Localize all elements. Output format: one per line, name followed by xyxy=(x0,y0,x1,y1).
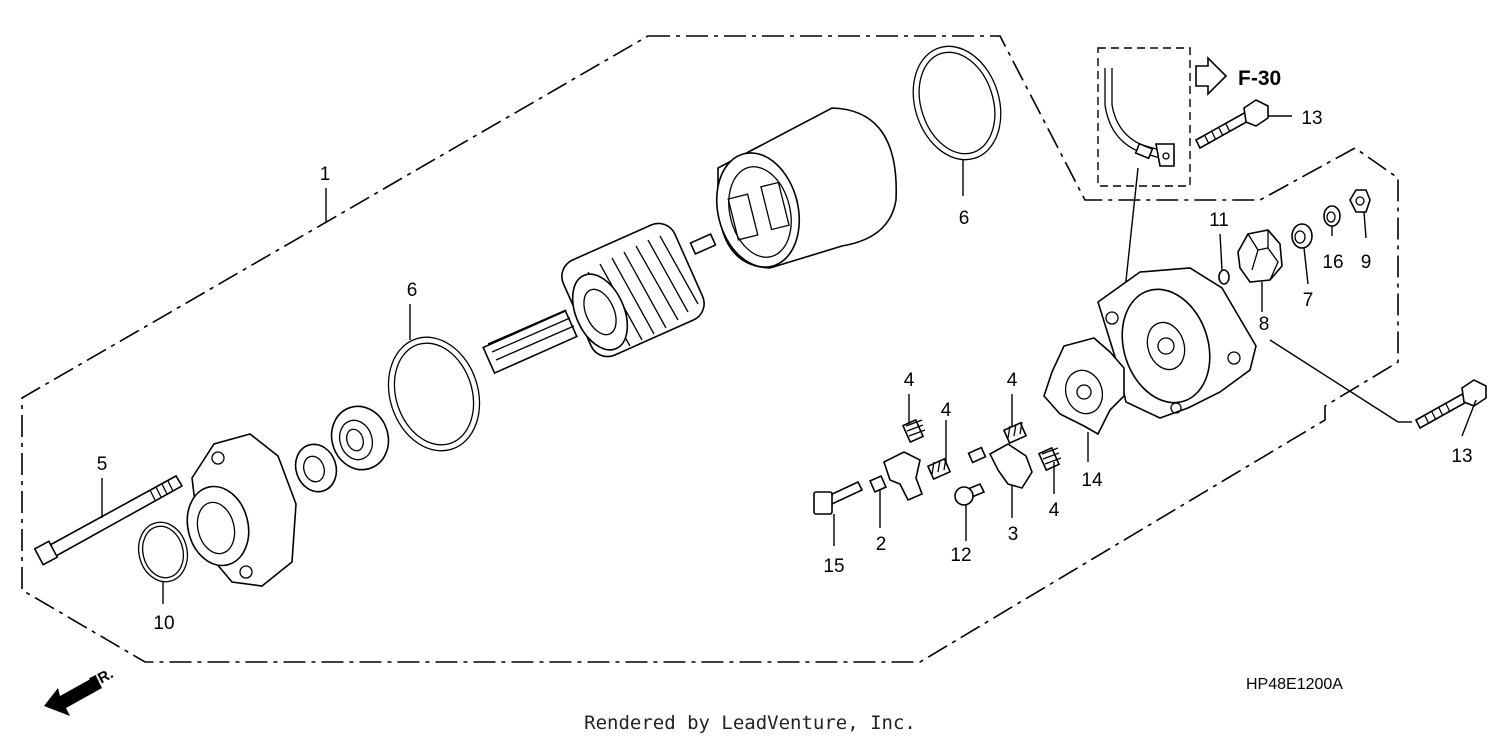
callout-4c: 4 xyxy=(1007,370,1018,391)
brush-2 xyxy=(869,451,924,502)
f30-arrow-icon xyxy=(1195,56,1228,96)
callout-14: 14 xyxy=(1081,470,1103,491)
hex-nut-8 xyxy=(1237,229,1283,283)
rear-bracket xyxy=(1097,267,1257,419)
assembly-boundary xyxy=(21,35,1399,663)
spring-4c xyxy=(1002,421,1028,445)
callout-12: 12 xyxy=(950,545,971,566)
callout-8: 8 xyxy=(1259,314,1270,335)
callout-10: 10 xyxy=(153,613,174,634)
f30-reference-box xyxy=(1097,47,1191,187)
callout-7: 7 xyxy=(1303,290,1314,311)
callout-11: 11 xyxy=(1209,210,1229,231)
yoke-housing xyxy=(715,107,897,269)
bolt-13-upper xyxy=(1194,99,1269,150)
callout-4a: 4 xyxy=(904,370,915,391)
small-o-ring xyxy=(137,521,189,583)
callout-13a: 13 xyxy=(1301,108,1322,129)
screw-12 xyxy=(954,482,986,506)
spring-4d xyxy=(1037,446,1062,472)
brush-holder xyxy=(1043,337,1125,436)
render-credit: Rendered by LeadVenture, Inc. xyxy=(584,712,916,734)
bolt-13-lower xyxy=(1414,379,1487,430)
long-bolt xyxy=(33,474,184,566)
o-ring-lower xyxy=(387,336,481,452)
nut-9 xyxy=(1349,189,1371,213)
callout-15: 15 xyxy=(823,556,844,577)
spring-4a xyxy=(901,418,926,444)
armature xyxy=(482,222,717,375)
callout-labels: 1 6 6 5 10 2 3 12 15 4 4 4 4 14 11 8 7 1… xyxy=(97,108,1473,634)
spring-4b xyxy=(926,457,952,481)
seal xyxy=(294,443,338,493)
washer-16 xyxy=(1323,205,1341,227)
diagram-code: HP48E1200A xyxy=(1246,676,1343,693)
front-cover xyxy=(186,433,297,587)
figure-reference: F-30 xyxy=(1238,67,1281,90)
washer-7 xyxy=(1291,223,1313,249)
terminal-bolt-15 xyxy=(813,480,864,515)
leader-lines xyxy=(101,115,1477,604)
callout-6b: 6 xyxy=(959,208,970,229)
callout-13b: 13 xyxy=(1451,446,1472,467)
brush-3 xyxy=(967,443,1033,489)
callout-4b: 4 xyxy=(941,400,952,421)
callout-9: 9 xyxy=(1361,252,1372,273)
cable-terminal xyxy=(1104,68,1175,291)
callout-5: 5 xyxy=(97,454,108,475)
front-direction-icon: FR. xyxy=(44,665,116,716)
callout-6a: 6 xyxy=(407,280,418,301)
callout-16: 16 xyxy=(1322,252,1343,273)
o-ring-upper xyxy=(912,45,1002,161)
bearing xyxy=(330,405,390,471)
callout-1: 1 xyxy=(320,164,331,185)
callout-4d: 4 xyxy=(1049,500,1060,521)
callout-2: 2 xyxy=(876,534,887,555)
callout-3: 3 xyxy=(1008,524,1019,545)
washer-11 xyxy=(1218,269,1230,285)
